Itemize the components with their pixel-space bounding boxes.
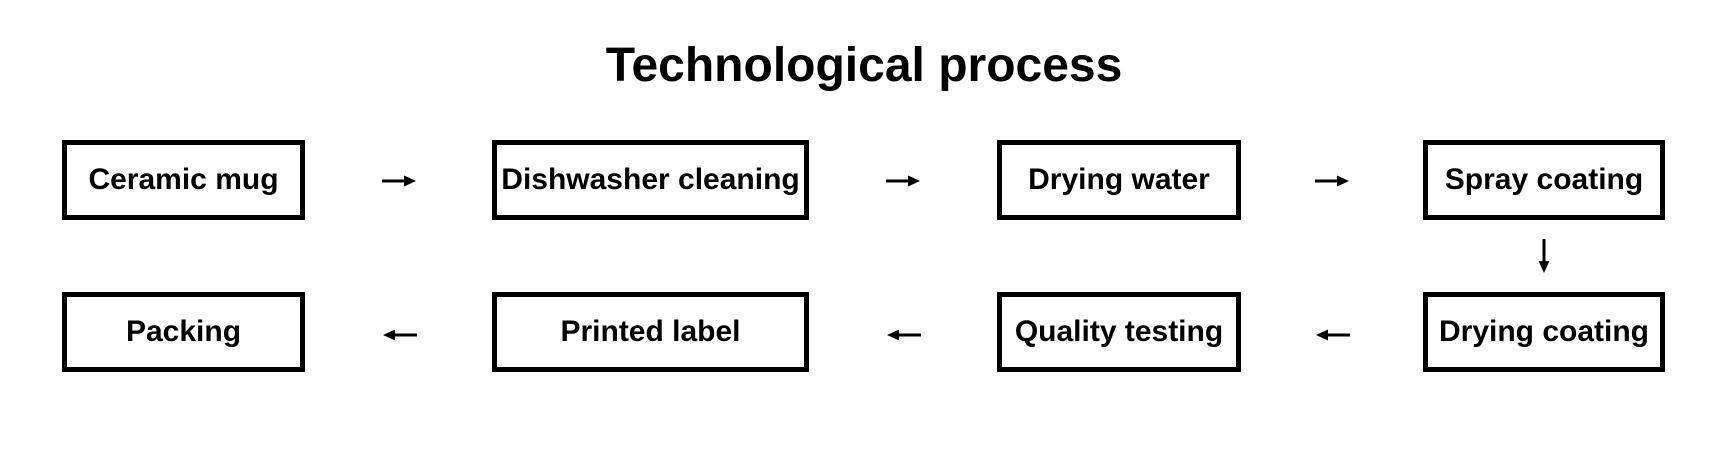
- diagram-title: Technological process: [605, 39, 1123, 92]
- flow-box-label: Drying coating: [1438, 315, 1649, 348]
- flow-box-label: Spray coating: [1444, 163, 1644, 196]
- flow-box-label: Ceramic mug: [88, 163, 279, 196]
- flow-box-ceramic-mug: Ceramic mug: [62, 140, 305, 220]
- arrow-left-icon: [383, 329, 417, 341]
- flow-box-label: Packing: [125, 315, 242, 348]
- flow-box-packing: Packing: [62, 292, 305, 372]
- arrow-left-icon: [887, 329, 921, 341]
- flow-box-drying-water: Drying water: [997, 140, 1241, 220]
- flow-box-label: Quality testing: [1014, 315, 1224, 348]
- arrow-right-icon: [1315, 175, 1349, 187]
- flow-box-quality-testing: Quality testing: [997, 292, 1241, 372]
- flow-box-dishwasher-cleaning: Dishwasher cleaning: [492, 140, 809, 220]
- arrow-left-icon: [1316, 329, 1350, 341]
- flow-box-label: Drying water: [1028, 163, 1210, 196]
- flow-box-drying-coating: Drying coating: [1423, 292, 1665, 372]
- flow-box-spray-coating: Spray coating: [1423, 140, 1665, 220]
- flow-box-printed-label: Printed label: [492, 292, 809, 372]
- arrow-right-icon: [886, 175, 920, 187]
- flow-box-label: Printed label: [560, 315, 741, 348]
- flow-box-label: Dishwasher cleaning: [501, 163, 800, 196]
- arrow-down-icon: [1538, 239, 1550, 273]
- arrow-right-icon: [382, 175, 416, 187]
